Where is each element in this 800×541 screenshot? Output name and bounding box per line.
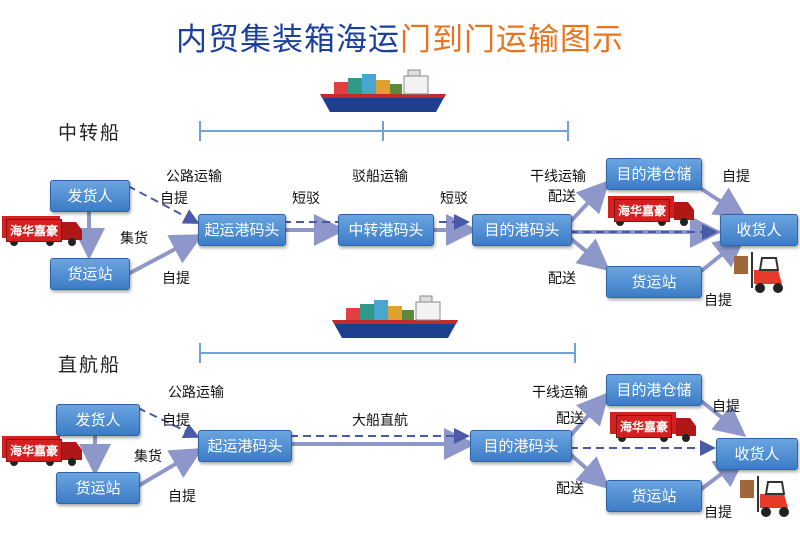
label-self-pickup: 自提 <box>160 191 188 207</box>
label-road: 公路运输 <box>168 385 224 401</box>
node-freight-station: 货运站 <box>56 472 140 504</box>
label-consolidation: 集货 <box>120 231 148 247</box>
title-part1: 内贸集装箱海运 <box>176 22 400 58</box>
label-self-pickup: 自提 <box>722 169 750 185</box>
truck-sign: 海华嘉豪 <box>6 219 63 242</box>
node-consignee: 收货人 <box>716 438 798 470</box>
label-self-pickup: 自提 <box>162 271 190 287</box>
node-dest-freight-station: 货运站 <box>606 480 702 512</box>
timeline-bottom <box>199 343 576 363</box>
ship-icon <box>320 69 446 112</box>
title-part2: 门到门运输图示 <box>400 22 624 58</box>
label-delivery: 配送 <box>556 481 584 497</box>
node-freight-station: 货运站 <box>50 258 130 290</box>
label-short-haul: 短驳 <box>292 191 320 207</box>
label-road: 公路运输 <box>166 169 222 185</box>
label-delivery: 配送 <box>548 271 576 287</box>
node-dest-port: 目的港码头 <box>472 214 572 246</box>
node-transit-port: 中转港码头 <box>338 214 434 246</box>
node-origin-port: 起运港码头 <box>198 430 292 462</box>
page-title: 内贸集装箱海运门到门运输图示 <box>0 14 800 59</box>
truck-sign: 海华嘉豪 <box>614 199 671 222</box>
node-shipper: 发货人 <box>56 404 140 436</box>
node-dest-port: 目的港码头 <box>470 430 572 462</box>
forklift-icon <box>734 252 783 293</box>
timeline-top <box>199 121 569 141</box>
truck-sign: 海华嘉豪 <box>616 415 673 438</box>
ship-icon <box>332 295 458 338</box>
label-consolidation: 集货 <box>134 449 162 465</box>
node-consignee: 收货人 <box>720 214 798 246</box>
label-short-haul: 短驳 <box>440 191 468 207</box>
label-trunk: 干线运输 <box>532 385 588 401</box>
forklift-icon <box>740 476 789 517</box>
node-dest-warehouse: 目的港仓储 <box>606 158 702 190</box>
label-self-pickup: 自提 <box>704 505 732 521</box>
node-origin-port: 起运港码头 <box>198 214 286 246</box>
label-direct-voyage: 大船直航 <box>352 413 408 429</box>
node-dest-warehouse: 目的港仓储 <box>606 374 702 406</box>
label-barge: 驳船运输 <box>352 169 408 185</box>
section-label-direct: 直航船 <box>58 354 122 376</box>
label-self-pickup: 自提 <box>162 413 190 429</box>
label-delivery: 配送 <box>556 411 584 427</box>
node-shipper: 发货人 <box>50 180 130 212</box>
label-self-pickup: 自提 <box>168 489 196 505</box>
truck-sign: 海华嘉豪 <box>6 439 63 462</box>
label-self-pickup: 自提 <box>704 293 732 309</box>
label-trunk: 干线运输 <box>530 169 586 185</box>
label-self-pickup: 自提 <box>712 399 740 415</box>
node-dest-freight-station: 货运站 <box>606 266 702 298</box>
section-label-transshipment: 中转船 <box>58 122 122 144</box>
label-delivery: 配送 <box>548 189 576 205</box>
